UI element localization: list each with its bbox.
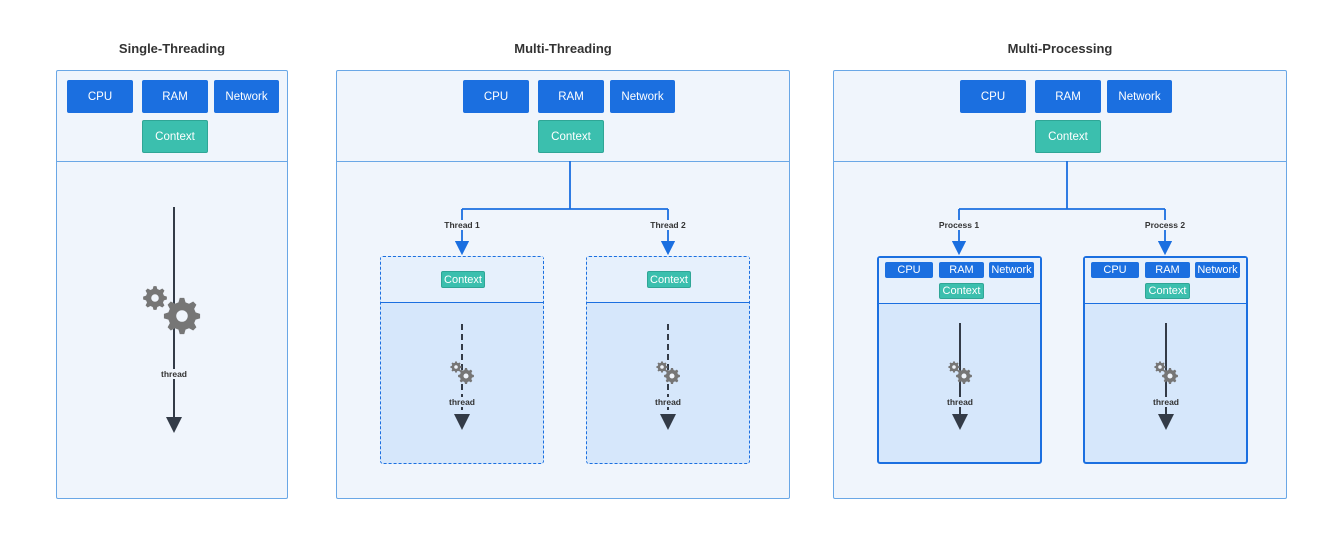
- sub-divider: [879, 303, 1040, 304]
- process-2-ram: RAM: [1145, 262, 1190, 278]
- cpu-block: CPU: [960, 80, 1026, 113]
- panel-divider: [834, 161, 1286, 162]
- sub-divider: [587, 302, 749, 303]
- context-block: Context: [538, 120, 604, 153]
- ram-block: RAM: [1035, 80, 1101, 113]
- thread-2-context: Context: [647, 271, 691, 288]
- gear-icon: [664, 368, 680, 384]
- gear-icon: [956, 368, 972, 384]
- single-threading-panel: CPU RAM Network Context: [56, 70, 288, 499]
- network-block: Network: [1107, 80, 1172, 113]
- process-1-ram: RAM: [939, 262, 984, 278]
- process-2-label: Process 2: [1143, 220, 1187, 230]
- thread-1-label: Thread 1: [443, 220, 481, 230]
- process-2-context: Context: [1145, 283, 1190, 299]
- process-2-cpu: CPU: [1091, 262, 1139, 278]
- multi-processing-title: Multi-Processing: [1007, 41, 1113, 56]
- panel-divider: [337, 161, 789, 162]
- single-threading-title: Single-Threading: [118, 41, 226, 56]
- thread-2-thread-label: thread: [654, 397, 682, 407]
- thread-1-thread-label: thread: [448, 397, 476, 407]
- process-1-context: Context: [939, 283, 984, 299]
- ram-block: RAM: [538, 80, 604, 113]
- thread-1-context: Context: [441, 271, 485, 288]
- context-block: Context: [1035, 120, 1101, 153]
- network-block: Network: [214, 80, 279, 113]
- process-1-thread-label: thread: [946, 397, 974, 407]
- thread-2-label: Thread 2: [649, 220, 687, 230]
- context-block: Context: [142, 120, 208, 153]
- gear-icon: [458, 368, 474, 384]
- process-1-cpu: CPU: [885, 262, 933, 278]
- sub-divider: [381, 302, 543, 303]
- network-block: Network: [610, 80, 675, 113]
- process-1-label: Process 1: [937, 220, 981, 230]
- ram-block: RAM: [142, 80, 208, 113]
- gear-icon: [163, 297, 201, 335]
- process-2-network: Network: [1195, 262, 1240, 278]
- multi-threading-title: Multi-Threading: [514, 41, 612, 56]
- single-thread-label: thread: [160, 369, 188, 379]
- process-1-network: Network: [989, 262, 1034, 278]
- process-2-thread-label: thread: [1152, 397, 1180, 407]
- gear-icon: [143, 286, 167, 310]
- cpu-block: CPU: [463, 80, 529, 113]
- sub-divider: [1085, 303, 1246, 304]
- panel-divider: [57, 161, 287, 162]
- process-1-box: CPU RAM Network Context: [877, 256, 1042, 464]
- gear-icon: [1162, 368, 1178, 384]
- process-2-box: CPU RAM Network Context: [1083, 256, 1248, 464]
- cpu-block: CPU: [67, 80, 133, 113]
